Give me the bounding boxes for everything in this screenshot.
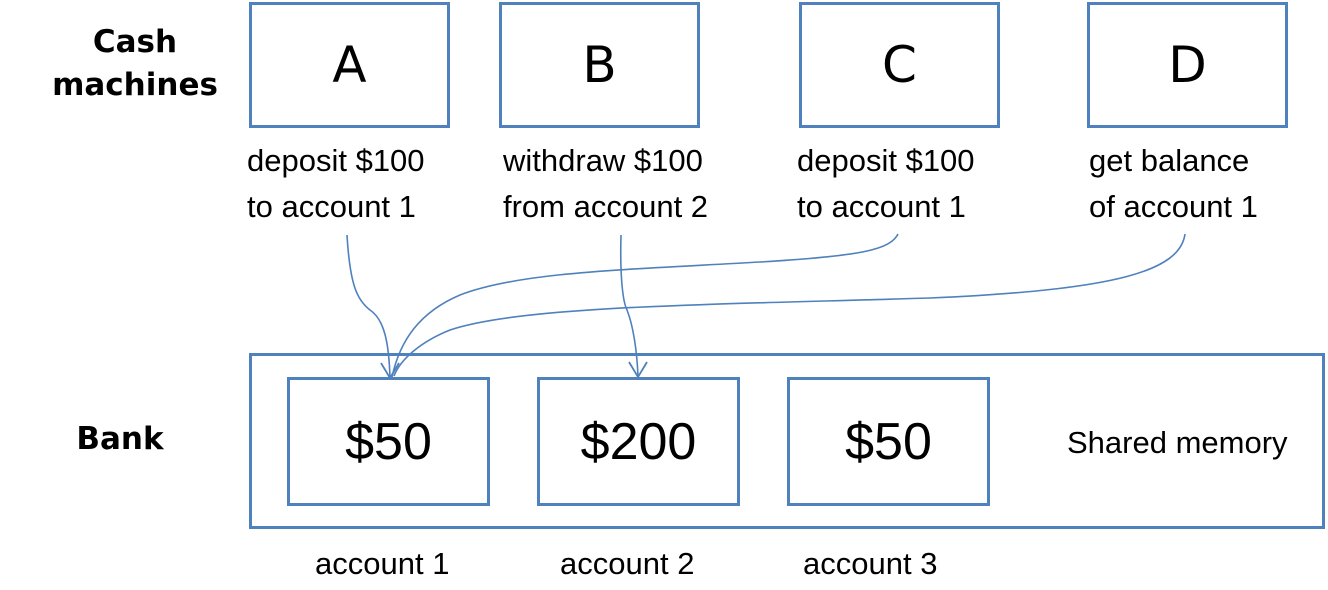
machine-c-operation-line1: deposit $100 — [797, 143, 975, 178]
arrow-a-to-account-1 — [346, 234, 391, 379]
machine-b-operation-line2: from account 2 — [503, 189, 709, 224]
machine-c-operation-line2: to account 1 — [797, 189, 966, 224]
machine-b-operation-line1: withdraw $100 — [503, 143, 703, 178]
machine-c-box: C — [799, 2, 1000, 128]
shared-memory-label: Shared memory — [1067, 425, 1288, 460]
machine-d-operation: get balance of account 1 — [1089, 138, 1258, 230]
account-1-box: $50 — [287, 377, 490, 506]
account-2-label: account 2 — [560, 546, 695, 581]
account-3-box: $50 — [787, 377, 990, 506]
cash-machines-label-line1: Cash — [92, 24, 178, 60]
bank-label: Bank — [76, 421, 164, 457]
machine-d-operation-line1: get balance — [1089, 143, 1250, 178]
arrow-c-to-account-1 — [391, 233, 899, 378]
arrowhead-account-1 — [380, 362, 400, 380]
shared-memory-box — [249, 353, 1325, 529]
arrow-b-to-account-2 — [619, 234, 639, 378]
machine-c-operation: deposit $100 to account 1 — [797, 138, 975, 230]
account-3-label: account 3 — [803, 546, 938, 581]
machine-b-box: B — [499, 2, 700, 128]
account-2-box: $200 — [537, 377, 740, 506]
machine-a-box: A — [249, 2, 450, 128]
machine-a-operation-line1: deposit $100 — [247, 143, 425, 178]
arrow-d-to-account-1 — [393, 233, 1186, 377]
cash-machines-label: Cash machines — [40, 21, 230, 107]
account-1-label: account 1 — [315, 546, 450, 581]
machine-d-operation-line2: of account 1 — [1089, 189, 1258, 224]
machine-a-operation: deposit $100 to account 1 — [247, 138, 425, 230]
arrowhead-account-2 — [628, 361, 648, 379]
machine-a-operation-line2: to account 1 — [247, 189, 416, 224]
machine-b-operation: withdraw $100 from account 2 — [503, 138, 708, 230]
cash-machines-label-line2: machines — [52, 67, 218, 103]
machine-d-box: D — [1087, 2, 1288, 128]
